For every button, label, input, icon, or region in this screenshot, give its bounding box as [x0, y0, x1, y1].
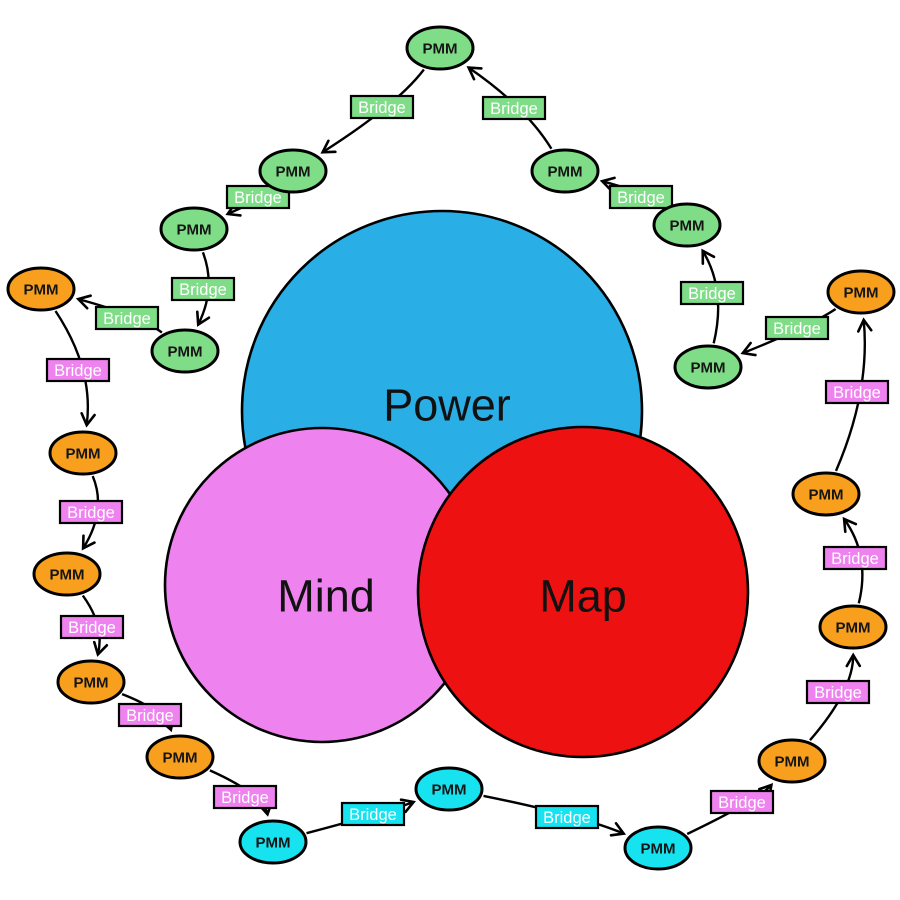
bridge-box — [805, 679, 871, 705]
pmm-node-label: PMM — [844, 285, 879, 302]
pmm-node-o1 — [6, 266, 76, 312]
pmm-node-label: PMM — [177, 222, 212, 239]
bridge-label: Bridge — [688, 285, 736, 303]
bridge-box — [45, 357, 111, 383]
pmm-node-label: PMM — [432, 782, 467, 799]
bridge-label: Bridge — [831, 550, 879, 568]
bridge-box — [117, 702, 183, 728]
pmm-node-label: PMM — [641, 841, 676, 858]
pmm-node-label: PMM — [670, 218, 705, 235]
pmm-node-label: PMM — [256, 835, 291, 852]
pmm-node-o2 — [48, 430, 118, 476]
bridge-box — [534, 804, 600, 830]
bridge-label: Bridge — [67, 504, 115, 522]
bridge-box — [58, 499, 124, 525]
bridge-label: Bridge — [814, 684, 862, 702]
pmm-nodes-layer: PMMPMMPMMPMMPMMPMMPMMPMMPMMPMMPMMPMMPMMP… — [6, 25, 896, 871]
bridge-label: Bridge — [349, 806, 397, 824]
bridge-box — [94, 305, 160, 331]
pmm-node-label: PMM — [809, 487, 844, 504]
bridge-label: Bridge — [68, 619, 116, 637]
bridge-box — [679, 280, 745, 306]
venn-label-map: Map — [539, 571, 627, 622]
bridge-box — [212, 784, 278, 810]
pmm-node-o5 — [145, 734, 215, 780]
bridge-box — [608, 184, 674, 210]
pmm-node-g4 — [150, 328, 220, 374]
pmm-node-label: PMM — [168, 344, 203, 361]
bridge-box — [824, 379, 890, 405]
venn-label-mind: Mind — [277, 571, 375, 622]
pmm-node-g7 — [530, 148, 600, 194]
bridge-box — [59, 614, 125, 640]
bridge-labels-layer: BridgeBridgeBridgeBridgeBridgeBridgeBrid… — [45, 94, 890, 830]
pmm-node-g5 — [673, 344, 743, 390]
pmm-node-label: PMM — [50, 567, 85, 584]
pmm-node-c3 — [623, 825, 693, 871]
pmm-node-o6 — [757, 738, 827, 784]
venn-circle-map — [416, 425, 750, 759]
pmm-node-label: PMM — [74, 675, 109, 692]
bridge-label: Bridge — [773, 320, 821, 338]
pmm-node-label: PMM — [276, 164, 311, 181]
pmm-node-g2 — [258, 148, 328, 194]
pmm-node-g6 — [652, 202, 722, 248]
bridge-label: Bridge — [234, 189, 282, 207]
bridge-box — [225, 184, 291, 210]
pmm-node-label: PMM — [66, 446, 101, 463]
bridge-box — [481, 95, 547, 121]
pmm-node-label: PMM — [163, 750, 198, 767]
bridge-label: Bridge — [490, 100, 538, 118]
bridge-label: Bridge — [221, 789, 269, 807]
bridge-label: Bridge — [617, 189, 665, 207]
pmm-node-o4 — [56, 659, 126, 705]
bridge-label: Bridge — [358, 99, 406, 117]
pmm-node-o9 — [826, 269, 896, 315]
bridge-box — [170, 276, 236, 302]
pmm-node-label: PMM — [423, 41, 458, 58]
pmm-node-g3 — [159, 206, 229, 252]
pmm-node-c2 — [414, 766, 484, 812]
pmm-node-o3 — [32, 551, 102, 597]
bridge-box — [764, 315, 830, 341]
pmm-node-label: PMM — [836, 620, 871, 637]
pmm-node-o7 — [818, 604, 888, 650]
bridge-label: Bridge — [126, 707, 174, 725]
bridge-label: Bridge — [103, 310, 151, 328]
bridge-label: Bridge — [718, 794, 766, 812]
bridge-label: Bridge — [543, 809, 591, 827]
pmm-node-c1 — [238, 819, 308, 865]
pmm-node-o8 — [791, 471, 861, 517]
bridge-box — [340, 801, 406, 827]
bridge-box — [349, 94, 415, 120]
bridge-box — [822, 545, 888, 571]
pmm-node-label: PMM — [691, 360, 726, 377]
venn-label-power: Power — [383, 380, 511, 431]
bridge-label: Bridge — [833, 384, 881, 402]
bridge-label: Bridge — [179, 281, 227, 299]
pmm-node-label: PMM — [775, 754, 810, 771]
bridge-box — [709, 789, 775, 815]
pmm-node-label: PMM — [24, 282, 59, 299]
pmm-node-label: PMM — [548, 164, 583, 181]
bridge-label: Bridge — [54, 362, 102, 380]
pmm-node-g1 — [405, 25, 475, 71]
